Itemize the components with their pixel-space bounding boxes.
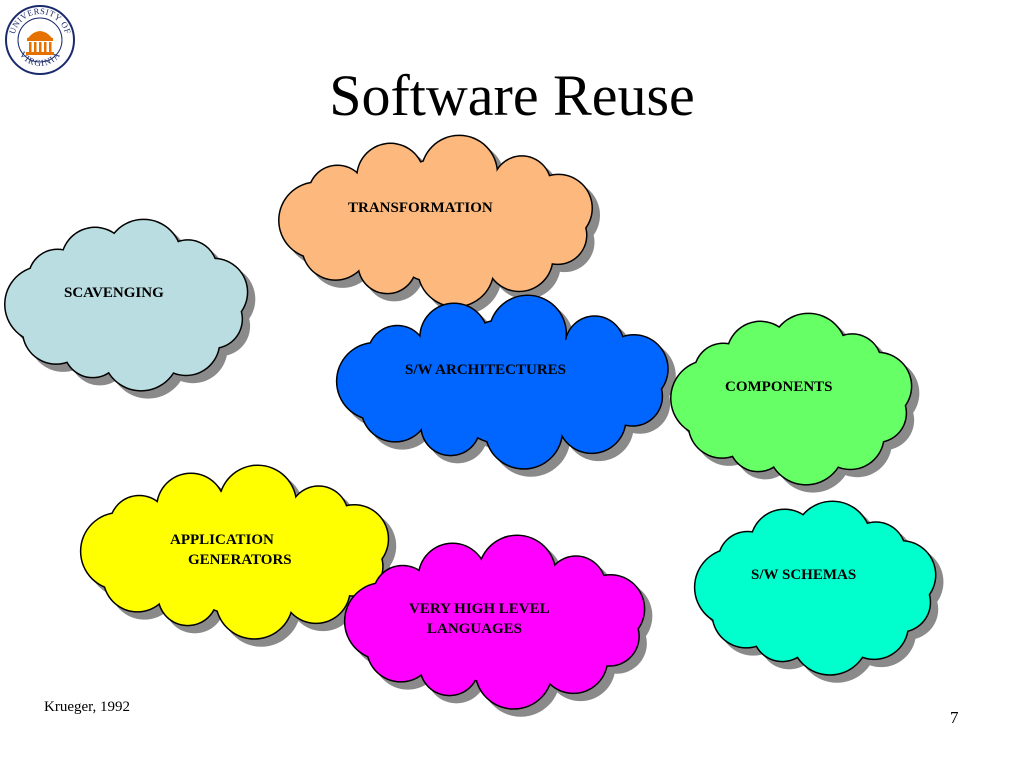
cloud-architectures: S/W ARCHITECTURES [335,294,676,477]
cloud-shape [278,134,601,315]
cloud-shape [4,218,256,399]
cloud-languages: VERY HIGH LEVEL LANGUAGES [343,534,653,717]
cloud-label-line: TRANSFORMATION [348,200,493,216]
cloud-label-line: S/W ARCHITECTURES [405,362,567,378]
cloud-transformation: TRANSFORMATION [278,134,601,315]
university-logo: UNIVERSITY OF VIRGINIA [4,4,76,76]
university-seal-icon: UNIVERSITY OF VIRGINIA [5,5,75,75]
cloud-shape [693,500,944,683]
cloud-shape [343,534,653,717]
cloud-fill [671,314,911,485]
cloud-fill [81,465,388,639]
cloud-fill [279,136,592,307]
cloud-scavenging: SCAVENGING [4,218,256,399]
cloud-fill [695,501,935,675]
cloud-shape [79,464,397,647]
cloud-fill [5,220,247,391]
cloud-label-line: GENERATORS [188,552,292,568]
cloud-label: SCAVENGING [64,283,164,303]
cloud-label: TRANSFORMATION [348,198,493,218]
cloud-label-line: COMPONENTS [725,379,833,395]
page-number: 7 [950,708,959,727]
cloud-label: S/W ARCHITECTURES [405,360,566,380]
cloud-schemas: S/W SCHEMAS [693,500,944,683]
cloud-shape [670,312,920,493]
cloud-label-line: LANGUAGES [427,621,523,637]
cloud-label: APPLICATION GENERATORS [170,530,292,570]
cloud-shape [335,294,676,477]
cloud-label: COMPONENTS [725,377,833,397]
cloud-fill [345,535,644,709]
citation: Krueger, 1992 [44,699,131,715]
cloud-label: VERY HIGH LEVEL LANGUAGES [409,599,550,639]
cloud-label-line: S/W SCHEMAS [751,567,857,583]
cloud-components: COMPONENTS [670,312,920,493]
cloud-label: S/W SCHEMAS [751,565,856,585]
cloud-label-line: APPLICATION [170,532,274,548]
cloud-label-line: VERY HIGH LEVEL [409,601,550,617]
cloud-fill [337,295,668,469]
cloud-label-line: SCAVENGING [64,285,164,301]
slide-title: Software Reuse [329,63,695,128]
cloud-generators: APPLICATION GENERATORS [79,464,397,647]
